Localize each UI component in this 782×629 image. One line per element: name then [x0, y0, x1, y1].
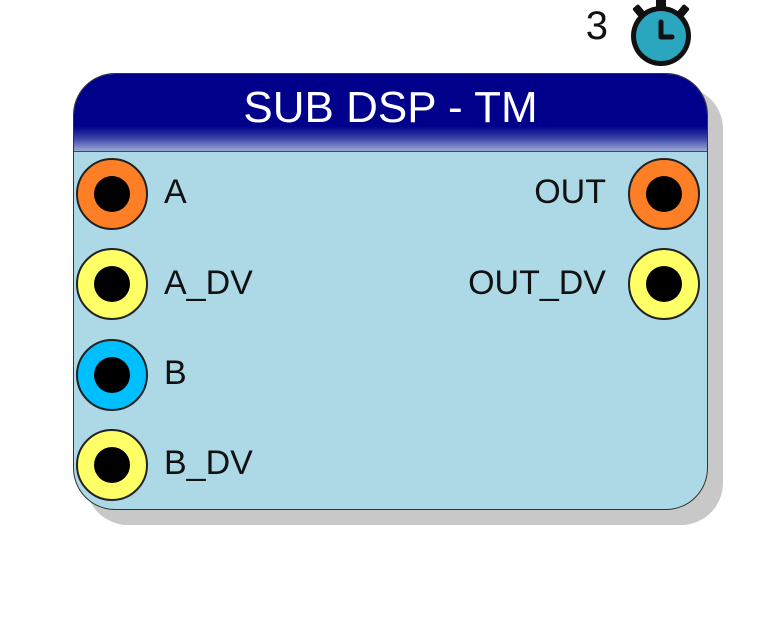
input-port-label-a-dv: A_DV	[164, 264, 253, 302]
output-port-label-out: OUT	[534, 173, 606, 211]
output-port-out-dv[interactable]	[628, 248, 700, 320]
port-hole	[94, 266, 130, 302]
input-port-b-dv[interactable]	[76, 429, 148, 501]
port-hole	[94, 176, 130, 212]
input-port-label-b-dv: B_DV	[164, 444, 253, 482]
input-port-a[interactable]	[76, 158, 148, 230]
block-title: SUB DSP - TM	[243, 83, 538, 132]
port-hole	[646, 266, 682, 302]
port-hole	[94, 447, 130, 483]
dsp-block[interactable]: SUB DSP - TM	[73, 73, 708, 510]
output-port-label-out-dv: OUT_DV	[468, 264, 606, 302]
input-port-label-a: A	[164, 173, 187, 211]
port-hole	[94, 357, 130, 393]
output-port-out[interactable]	[628, 158, 700, 230]
input-port-label-b: B	[164, 354, 187, 392]
input-port-a-dv[interactable]	[76, 248, 148, 320]
port-hole	[646, 176, 682, 212]
input-port-b[interactable]	[76, 339, 148, 411]
latency-indicator: 3	[560, 0, 700, 70]
block-header: SUB DSP - TM	[74, 74, 707, 152]
stopwatch-icon	[631, 0, 691, 66]
latency-value: 3	[585, 4, 608, 48]
